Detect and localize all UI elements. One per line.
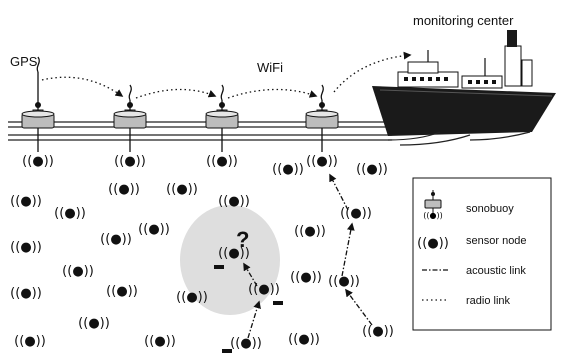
sensor-node-icon: ((●)): [328, 274, 360, 289]
sensor-node-icon: ((●)): [218, 194, 250, 209]
sensor-nodes: ((●)) ((●)) ((●)) ((●)) ((●)) ((●)) ((●)) ((●))…: [10, 154, 394, 351]
sensor-node-icon: ((●)): [218, 246, 250, 261]
svg-text:((●)): ((●)): [423, 211, 442, 220]
sensor-node-icon: ((●)): [114, 154, 146, 169]
sensor-node-icon: ((●)): [166, 182, 198, 197]
sensor-node-icon: ((●)): [108, 182, 140, 197]
gps-label: GPS: [10, 54, 38, 69]
legend-acoustic-link-label: acoustic link: [466, 265, 526, 277]
sensor-node-icon: ((●)): [176, 290, 208, 305]
sensor-node-icon: ((●)): [290, 270, 322, 285]
sensor-node-icon: ((●)): [356, 162, 388, 177]
sensor-node-icon: ((●)): [306, 154, 338, 169]
sensor-node-icon: ((●)): [144, 334, 176, 349]
unknown-mark: ?: [236, 227, 249, 252]
sensor-node-icon: ((●)): [54, 206, 86, 221]
legend-sonobuoy-label: sonobuoy: [466, 203, 514, 215]
legend-radio-link-label: radio link: [466, 295, 511, 307]
sensor-node-icon: ((●)): [248, 282, 280, 297]
sensor-node-icon: ((●)): [230, 336, 262, 351]
radio-links: [41, 51, 412, 99]
sensor-node-icon: ((●)): [294, 224, 326, 239]
sensor-node-icon: ((●)): [362, 324, 394, 339]
sensor-node-icon: ((●)): [288, 332, 320, 347]
sensor-node-icon: ((●)): [340, 206, 372, 221]
sensor-node-icon: ((●)): [10, 194, 42, 209]
legend-sonobuoy-icon: ((●)): [423, 190, 443, 220]
sensor-node-icon: ((●)): [138, 222, 170, 237]
sensor-node-icon: ((●)): [22, 154, 54, 169]
acoustic-links: [243, 173, 373, 339]
coverage-hole-region: [180, 205, 280, 315]
sensor-node-icon: ((●)): [272, 162, 304, 177]
sonobuoy-3: [205, 84, 239, 152]
sensor-node-icon: ((●)): [206, 154, 238, 169]
legend-sensor-node-label: sensor node: [466, 235, 527, 247]
ship-icon: [372, 30, 556, 146]
monitoring-center-label: monitoring center: [413, 13, 514, 28]
sonobuoy-4: [305, 84, 339, 152]
sonobuoy-2: [113, 84, 147, 152]
wifi-label: WiFi: [257, 60, 283, 75]
sensor-node-icon: ((●)): [106, 284, 138, 299]
sensor-node-icon: ((●)): [14, 334, 46, 349]
sensor-node-icon: ((●)): [78, 316, 110, 331]
sensor-node-icon: ((●)): [10, 240, 42, 255]
failed-node-marks: [214, 265, 283, 353]
sonobuoy-1: [21, 56, 55, 152]
sensor-node-icon: ((●)): [10, 286, 42, 301]
sensor-node-icon: ((●)): [100, 232, 132, 247]
sensor-node-icon: ((●)): [62, 264, 94, 279]
legend: ((●)) sonobuoy ((●)) sensor node acousti…: [412, 177, 552, 331]
legend-sensor-node-icon: ((●)): [417, 236, 449, 251]
